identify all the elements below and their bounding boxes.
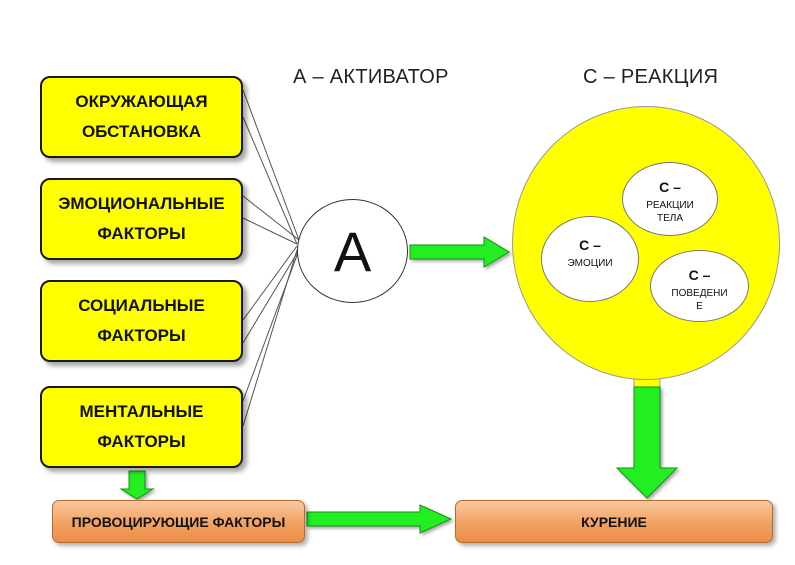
arrow-factors-to-provoking xyxy=(119,470,155,500)
factor-line2: ОБСТАНОВКА xyxy=(81,122,202,141)
factor-line1: ОКРУЖАЮЩАЯ xyxy=(75,92,208,111)
factor-line2: ФАКТОРЫ xyxy=(97,224,186,243)
arrow-reaction-to-smoking xyxy=(615,386,679,499)
reaction-behavior-circle: С – ПОВЕДЕНИ Е xyxy=(650,250,749,322)
factor-box-social: СОЦИАЛЬНЫЕ ФАКТОРЫ xyxy=(40,280,243,362)
connector-lines xyxy=(242,89,300,427)
reaction-behavior-title: С – xyxy=(688,267,711,283)
activator-heading: А – АКТИВАТОР xyxy=(293,66,449,88)
factor-box-environment: ОКРУЖАЮЩАЯ ОБСТАНОВКА xyxy=(40,76,243,158)
reaction-behavior-text: ПОВЕДЕНИ Е xyxy=(671,288,728,312)
smoking-label: КУРЕНИЕ xyxy=(581,513,647,530)
factor-line1: ЭМОЦИОНАЛЬНЫЕ xyxy=(58,194,225,213)
arrow-provoking-to-smoking xyxy=(306,504,453,534)
factor-box-mental: МЕНТАЛЬНЫЕ ФАКТОРЫ xyxy=(40,386,243,468)
factor-line1: СОЦИАЛЬНЫЕ xyxy=(78,296,205,315)
provoking-factors-label: ПРОВОЦИРУЮЩИЕ ФАКТОРЫ xyxy=(71,513,286,530)
factor-line2: ФАКТОРЫ xyxy=(97,326,186,345)
arrow-activator-to-reaction xyxy=(409,236,510,268)
factor-line1: МЕНТАЛЬНЫЕ xyxy=(79,402,204,421)
activator-circle: А xyxy=(297,199,408,303)
activator-symbol: А xyxy=(333,219,372,283)
factor-box-emotional: ЭМОЦИОНАЛЬНЫЕ ФАКТОРЫ xyxy=(40,178,243,260)
reaction-body-text: РЕАКЦИИ ТЕЛА xyxy=(646,200,694,224)
reaction-emotions-text: ЭМОЦИИ xyxy=(567,258,613,269)
reaction-emotions-title: С – xyxy=(579,237,601,253)
factor-line2: ФАКТОРЫ xyxy=(97,432,186,451)
smoking-box: КУРЕНИЕ xyxy=(455,500,773,543)
reaction-emotions-circle: С – ЭМОЦИИ xyxy=(541,216,639,302)
reaction-heading: С – РЕАКЦИЯ xyxy=(583,66,719,88)
provoking-factors-box: ПРОВОЦИРУЮЩИЕ ФАКТОРЫ xyxy=(52,500,305,543)
reaction-body-circle: С – РЕАКЦИИ ТЕЛА xyxy=(622,162,718,236)
reaction-body-title: С – xyxy=(659,179,681,195)
